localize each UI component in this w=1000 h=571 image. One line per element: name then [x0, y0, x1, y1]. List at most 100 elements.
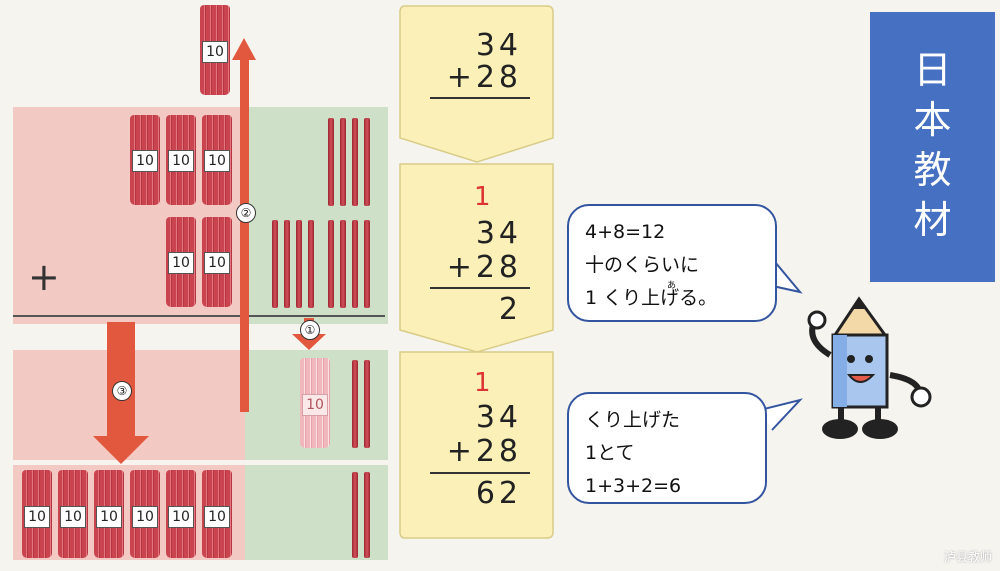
band-divider	[13, 460, 388, 465]
carried-ten-bundle: 10	[200, 5, 230, 95]
mascot-left-hand	[807, 310, 827, 330]
bundle-label: 10	[204, 506, 230, 528]
furigana: あ	[667, 281, 677, 291]
one-stick	[352, 220, 358, 308]
one-stick	[364, 472, 370, 558]
one-stick	[352, 118, 358, 206]
pencil-mascot	[807, 296, 932, 439]
bubble-2-line-2: 1とて	[585, 442, 635, 464]
ten-bundle: 10	[58, 470, 88, 558]
ten-bundle: 10	[202, 115, 232, 205]
one-stick	[296, 220, 302, 308]
step-marker-1: ①	[300, 320, 320, 340]
bundle-label: 10	[60, 506, 86, 528]
plus-sign: +	[28, 255, 60, 299]
arrow-3-head	[93, 436, 149, 464]
carry-digit: 1	[474, 368, 491, 398]
bubble-1-line-3: 1 くり上げる。 あ	[585, 281, 759, 315]
mascot-lead	[853, 299, 865, 309]
ten-bundle: 10	[94, 470, 124, 558]
bundle-label: 10	[168, 252, 194, 274]
bundle-label: 10	[168, 150, 194, 172]
bubble-1-line-3-text: 1 くり上げる。	[585, 287, 718, 309]
bundle-label: 10	[96, 506, 122, 528]
one-stick	[364, 220, 370, 308]
speech-bubble-2: くり上げた 1とて 1+3+2=6	[567, 392, 767, 504]
bundle-label: 10	[132, 506, 158, 528]
bundle-label: 10	[202, 41, 228, 63]
bubble-2-tail	[759, 398, 804, 431]
bundle-label: 10	[204, 252, 230, 274]
mascot-eye-right	[865, 355, 873, 363]
one-stick	[284, 220, 290, 308]
one-stick	[328, 118, 334, 206]
addend-top: 34	[475, 216, 522, 251]
calc-box-2-frame	[399, 163, 554, 353]
ten-bundle: 10	[166, 115, 196, 205]
one-stick	[364, 360, 370, 448]
one-stick	[364, 118, 370, 206]
bundle-label: 10	[132, 150, 158, 172]
bundle-label: 10	[204, 150, 230, 172]
answer-line	[430, 287, 530, 289]
title-banner: 日 本 教 材	[870, 12, 995, 282]
calc-step-2: 1 34 +28 2	[400, 160, 553, 350]
calc-step-1: 34 +28	[400, 0, 553, 160]
partial-result: 2	[498, 292, 522, 327]
bubble-1-line-1: 4+8=12	[585, 221, 666, 243]
ten-bundle: 10	[130, 470, 160, 558]
step-marker-3: ③	[112, 381, 132, 401]
answer-line	[430, 97, 530, 99]
ten-bundle: 10	[130, 115, 160, 205]
ten-bundle: 10	[166, 217, 196, 307]
arrow-2-head	[232, 38, 256, 60]
banner-char-4: 材	[913, 198, 952, 242]
movement-arrows	[93, 38, 326, 464]
bundle-label: 10	[302, 394, 328, 416]
addend-bottom: +28	[446, 250, 522, 285]
arrow-1-head	[292, 334, 326, 350]
answer-line	[430, 472, 530, 474]
calc-box-frames	[399, 5, 554, 539]
calc-box-1-frame	[399, 5, 554, 163]
step-marker-2: ②	[236, 203, 256, 223]
watermark: 泸县教师	[943, 550, 992, 564]
mascot-eye-left	[847, 355, 855, 363]
mascot-right-hand	[910, 386, 932, 408]
calc-step-3: 1 34 +28 62	[400, 352, 553, 542]
banner-char-1: 日	[913, 48, 952, 92]
mascot-body-shade	[833, 335, 847, 407]
addend-top: 34	[475, 28, 522, 63]
carry-digit: 1	[474, 182, 491, 212]
ten-bundle: 10	[22, 470, 52, 558]
addend-top: 34	[475, 400, 522, 435]
banner-char-2: 本	[913, 98, 952, 142]
one-stick	[272, 220, 278, 308]
one-stick	[328, 220, 334, 308]
addend-bottom: +28	[446, 60, 522, 95]
arrow-2-shaft	[240, 52, 249, 412]
banner-char-3: 教	[913, 148, 952, 192]
final-result: 62	[475, 476, 522, 511]
bubble-2-line-1: くり上げた	[585, 409, 681, 431]
one-stick	[352, 360, 358, 448]
calc-box-3-frame	[399, 351, 554, 539]
one-stick	[308, 220, 314, 308]
bubble-2-line-3: 1+3+2=6	[585, 475, 682, 497]
sum-line	[13, 315, 385, 317]
bundle-label: 10	[168, 506, 194, 528]
mascot-mouth	[846, 374, 876, 383]
mascot-left-leg	[838, 407, 844, 429]
one-stick	[352, 472, 358, 558]
new-ten-bundle: 10	[300, 358, 330, 448]
addend-bottom: +28	[446, 434, 522, 469]
one-stick	[340, 118, 346, 206]
one-stick	[340, 220, 346, 308]
bundle-label: 10	[24, 506, 50, 528]
ten-bundle: 10	[202, 217, 232, 307]
bubble-1-line-2: 十のくらいに	[585, 254, 700, 276]
ten-bundle: 10	[202, 470, 232, 558]
mascot-right-leg	[875, 407, 881, 429]
speech-bubble-1: 4+8=12 十のくらいに 1 くり上げる。 あ	[567, 204, 777, 322]
ten-bundle: 10	[166, 470, 196, 558]
